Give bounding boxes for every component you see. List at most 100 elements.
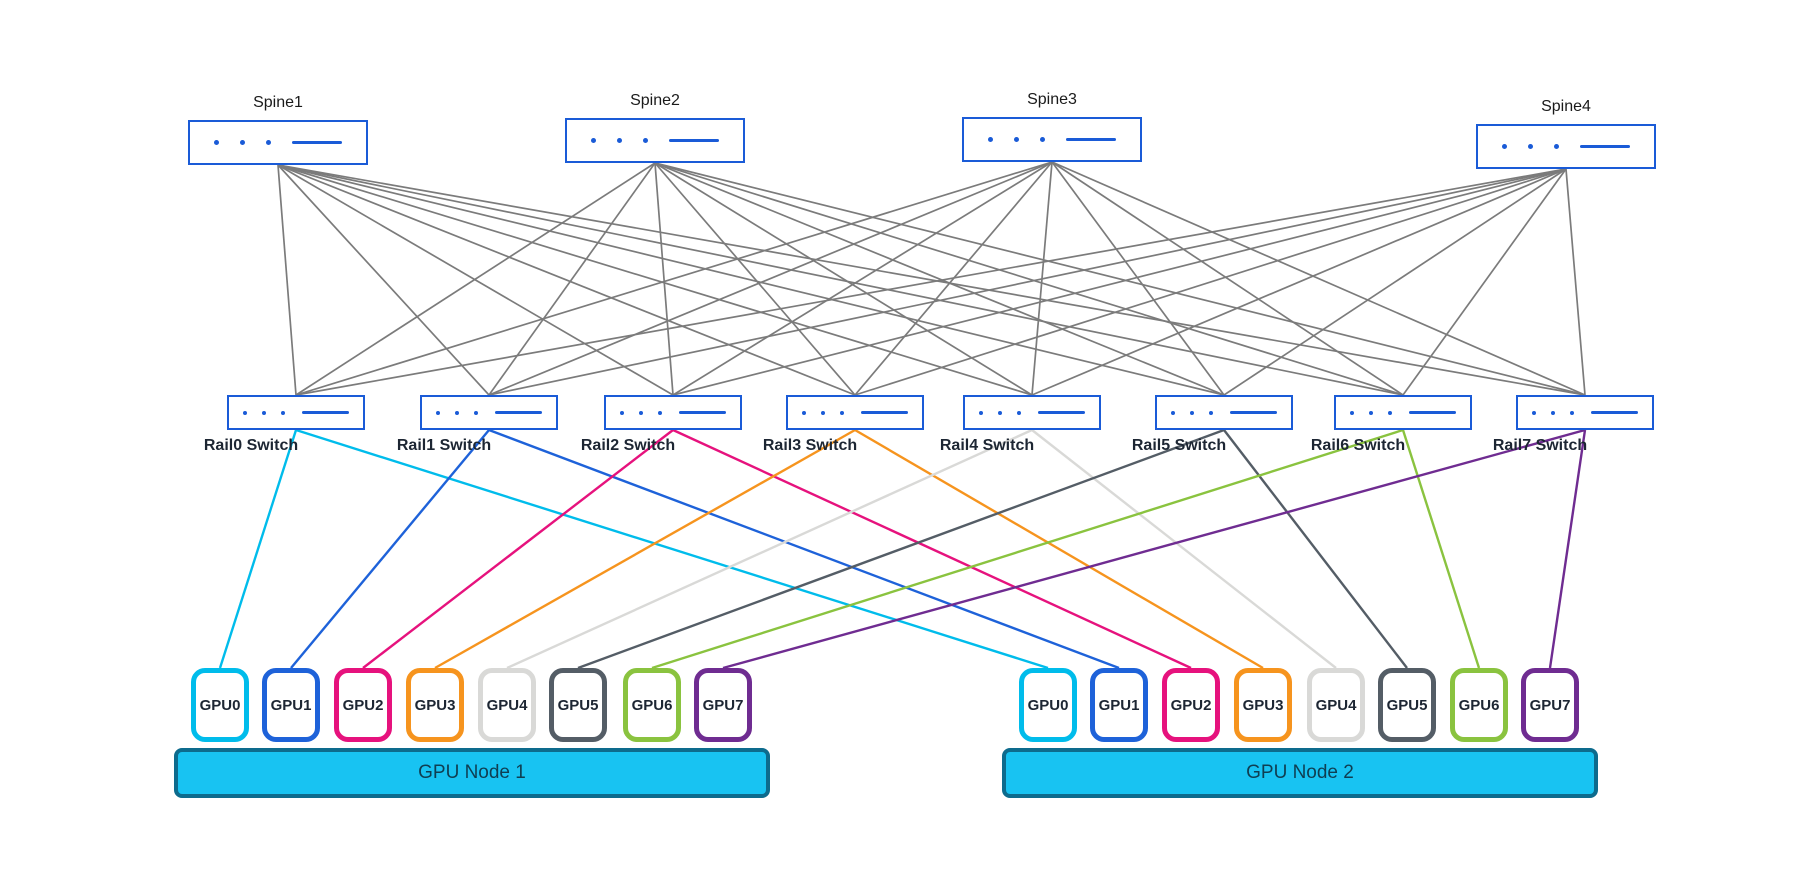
- rail-switch-label: Rail6 Switch: [1310, 437, 1406, 454]
- port-dot-icon: [436, 410, 440, 415]
- port-dot-icon: [266, 140, 271, 145]
- spine-label: Spine3: [1027, 91, 1077, 108]
- rail-gpu-link: [1548, 429, 1587, 669]
- rail-switch: [604, 395, 742, 430]
- switch-faceplate-icon: [243, 410, 300, 415]
- rail-switch-label: Rail1 Switch: [396, 437, 492, 454]
- port-dot-icon: [243, 410, 247, 415]
- switch-faceplate-icon: [591, 138, 669, 143]
- port-dot-icon: [1388, 410, 1392, 415]
- spine-rail-link: [1051, 161, 1404, 396]
- spine-switch: [962, 117, 1142, 162]
- port-line-icon: [669, 139, 719, 142]
- rail-switch: [963, 395, 1101, 430]
- rail-gpu-link: [1401, 429, 1481, 669]
- rail-gpu-link: [295, 428, 1049, 670]
- spine-rail-link: [1402, 168, 1567, 396]
- port-dot-icon: [840, 410, 844, 415]
- port-dot-icon: [1350, 410, 1354, 415]
- port-dot-icon: [998, 410, 1002, 415]
- gpu-box: GPU7: [1521, 668, 1579, 742]
- port-line-icon: [1409, 411, 1456, 414]
- rail-switch-label: Rail7 Switch: [1492, 437, 1588, 454]
- gpu-box: GPU0: [191, 668, 249, 742]
- port-dot-icon: [455, 410, 459, 415]
- port-dot-icon: [620, 410, 624, 415]
- port-dot-icon: [1171, 410, 1175, 415]
- rail-gpu-link: [1223, 429, 1408, 669]
- port-dot-icon: [658, 410, 662, 415]
- port-dot-icon: [979, 410, 983, 415]
- port-line-icon: [1066, 138, 1116, 141]
- gpu-box: GPU1: [1090, 668, 1148, 742]
- spine-rail-link: [1565, 168, 1586, 396]
- rail-switch-label: Rail4 Switch: [939, 437, 1035, 454]
- spine-label: Spine2: [630, 92, 680, 109]
- rail-switch-label: Rail5 Switch: [1131, 437, 1227, 454]
- spine-label: Spine1: [253, 94, 303, 111]
- spine-rail-link: [654, 162, 1033, 396]
- spine-rail-link: [488, 168, 1567, 396]
- rail-switch-label: Rail3 Switch: [762, 437, 858, 454]
- rail-switch-label: Rail0 Switch: [203, 437, 299, 454]
- gpu-box: GPU7: [694, 668, 752, 742]
- gpu-box: GPU5: [1378, 668, 1436, 742]
- port-dot-icon: [1017, 410, 1021, 415]
- port-dot-icon: [1014, 137, 1019, 142]
- port-line-icon: [495, 411, 542, 414]
- gpu-box: GPU4: [478, 668, 536, 742]
- rail-gpu-link: [1031, 429, 1337, 669]
- gpu-node-bar: GPU Node 1: [174, 748, 770, 798]
- spine-rail-link: [277, 164, 490, 396]
- port-dot-icon: [1528, 144, 1533, 149]
- rail-gpu-link: [218, 429, 298, 669]
- gpu-box: GPU6: [1450, 668, 1508, 742]
- switch-faceplate-icon: [1350, 410, 1407, 415]
- spine-rail-link: [854, 168, 1567, 396]
- spine-rail-link: [277, 164, 1225, 396]
- port-dot-icon: [1554, 144, 1559, 149]
- port-dot-icon: [802, 410, 806, 415]
- spine-rail-link: [277, 164, 297, 396]
- rail-gpu-link: [651, 428, 1404, 670]
- rail-switch: [1516, 395, 1654, 430]
- spine-rail-link: [295, 168, 1567, 396]
- switch-faceplate-icon: [802, 410, 859, 415]
- switch-faceplate-icon: [1532, 410, 1589, 415]
- switch-faceplate-icon: [1171, 410, 1228, 415]
- port-dot-icon: [1570, 410, 1574, 415]
- rail-switch: [1334, 395, 1472, 430]
- spine-rail-link: [654, 162, 1404, 396]
- spine-rail-link: [654, 162, 1225, 396]
- port-line-icon: [1038, 411, 1085, 414]
- spine-rail-link: [1031, 168, 1567, 396]
- switch-faceplate-icon: [988, 137, 1066, 142]
- gpu-box: GPU6: [623, 668, 681, 742]
- switch-faceplate-icon: [214, 140, 292, 145]
- port-line-icon: [1230, 411, 1277, 414]
- port-dot-icon: [240, 140, 245, 145]
- gpu-box: GPU5: [549, 668, 607, 742]
- port-dot-icon: [262, 410, 266, 415]
- port-dot-icon: [1502, 144, 1507, 149]
- spine-rail-link: [672, 168, 1567, 396]
- switch-faceplate-icon: [979, 410, 1036, 415]
- spine-switch: [1476, 124, 1656, 169]
- spine-switch: [565, 118, 745, 163]
- rail-switch: [786, 395, 924, 430]
- port-dot-icon: [1209, 410, 1213, 415]
- gpu-box: GPU2: [334, 668, 392, 742]
- rail-switch: [420, 395, 558, 430]
- spine-rail-link: [277, 164, 1033, 396]
- gpu-box: GPU0: [1019, 668, 1077, 742]
- spine-rail-link: [672, 161, 1053, 396]
- rail-switch: [1155, 395, 1293, 430]
- rail-gpu-link: [722, 428, 1586, 670]
- port-dot-icon: [1532, 410, 1536, 415]
- rail-gpu-link: [854, 428, 1264, 670]
- switch-faceplate-icon: [1502, 144, 1580, 149]
- port-dot-icon: [988, 137, 993, 142]
- port-dot-icon: [821, 410, 825, 415]
- gpu-box: GPU3: [1234, 668, 1292, 742]
